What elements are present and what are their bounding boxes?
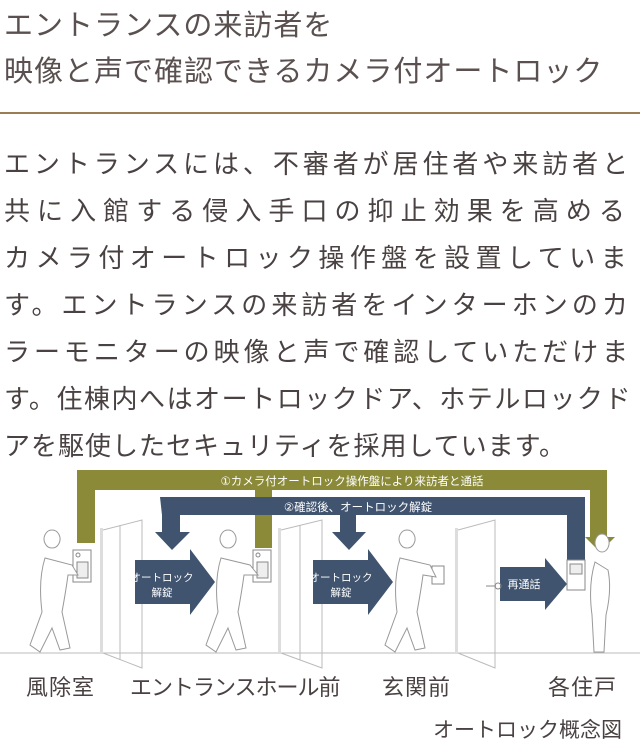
- unlock-label-2: オートロック: [310, 572, 373, 584]
- description-line: カメラ付オートロック操作盤を設置していま: [4, 244, 633, 274]
- description-line: す。エントランスの来訪者をインターホンのカ: [4, 291, 632, 321]
- description-line: ラーモニターの映像と声で確認していただけま: [4, 338, 632, 368]
- unlock-arrow-2: [313, 549, 393, 615]
- person-icon: [205, 529, 260, 653]
- location-each-unit: 各住戸: [548, 676, 618, 701]
- page-title: エントランスの来訪者を 映像と声で確認できるカメラ付オートロック: [4, 2, 603, 94]
- description-line: 共に入館する侵入手口の抑止効果を高める: [4, 197, 632, 227]
- divider: [0, 112, 640, 114]
- person-icon: [590, 533, 611, 653]
- door-3: [455, 519, 496, 669]
- unlock-arrow-1: [135, 549, 215, 615]
- description-line: エントランスには、不審者が居住者や来訪者と: [4, 150, 633, 180]
- step1-arrow: [77, 470, 615, 552]
- unlock-label-2b: 解錠: [331, 586, 352, 599]
- location-front-door: 玄関前: [382, 676, 452, 701]
- indoor-monitor: [566, 559, 586, 591]
- key-icon: [486, 582, 502, 590]
- location-entrance-hall: エントランスホール前: [130, 676, 341, 701]
- step2-arrow: [155, 497, 585, 560]
- location-vestibule: 風除室: [26, 676, 96, 701]
- title-line-2: 映像と声で確認できるカメラ付オートロック: [4, 54, 604, 88]
- person-icon: [384, 529, 437, 653]
- step1-label: ①カメラ付オートロック操作盤により来訪者と通話: [220, 474, 484, 488]
- unlock-label-1b: 解錠: [152, 586, 173, 599]
- person-icon: [29, 529, 79, 653]
- diagram-caption: オートロック概念図: [433, 718, 622, 742]
- title-line-1: エントランスの来訪者を: [4, 8, 334, 42]
- autolock-diagram: ①カメラ付オートロック操作盤により来訪者と通話 ②確認後、オートロック解錠 オー…: [0, 470, 640, 669]
- recall-label: 再通話: [508, 577, 541, 591]
- description-line: す。住棟内へはオートロックドア、ホテルロックド: [4, 385, 632, 415]
- description: エントランスには、不審者が居住者や来訪者と 共に入館する侵入手口の抑止効果を高め…: [4, 142, 636, 471]
- intercom-panel-1: [72, 549, 92, 583]
- description-line: アを駆使したセキュリティを採用しています。: [4, 432, 567, 462]
- unlock-label-1: オートロック: [131, 572, 194, 584]
- recall-arrow: [500, 558, 567, 610]
- step2-label: ②確認後、オートロック解錠: [284, 500, 433, 514]
- intercom-panel-2: [252, 549, 272, 583]
